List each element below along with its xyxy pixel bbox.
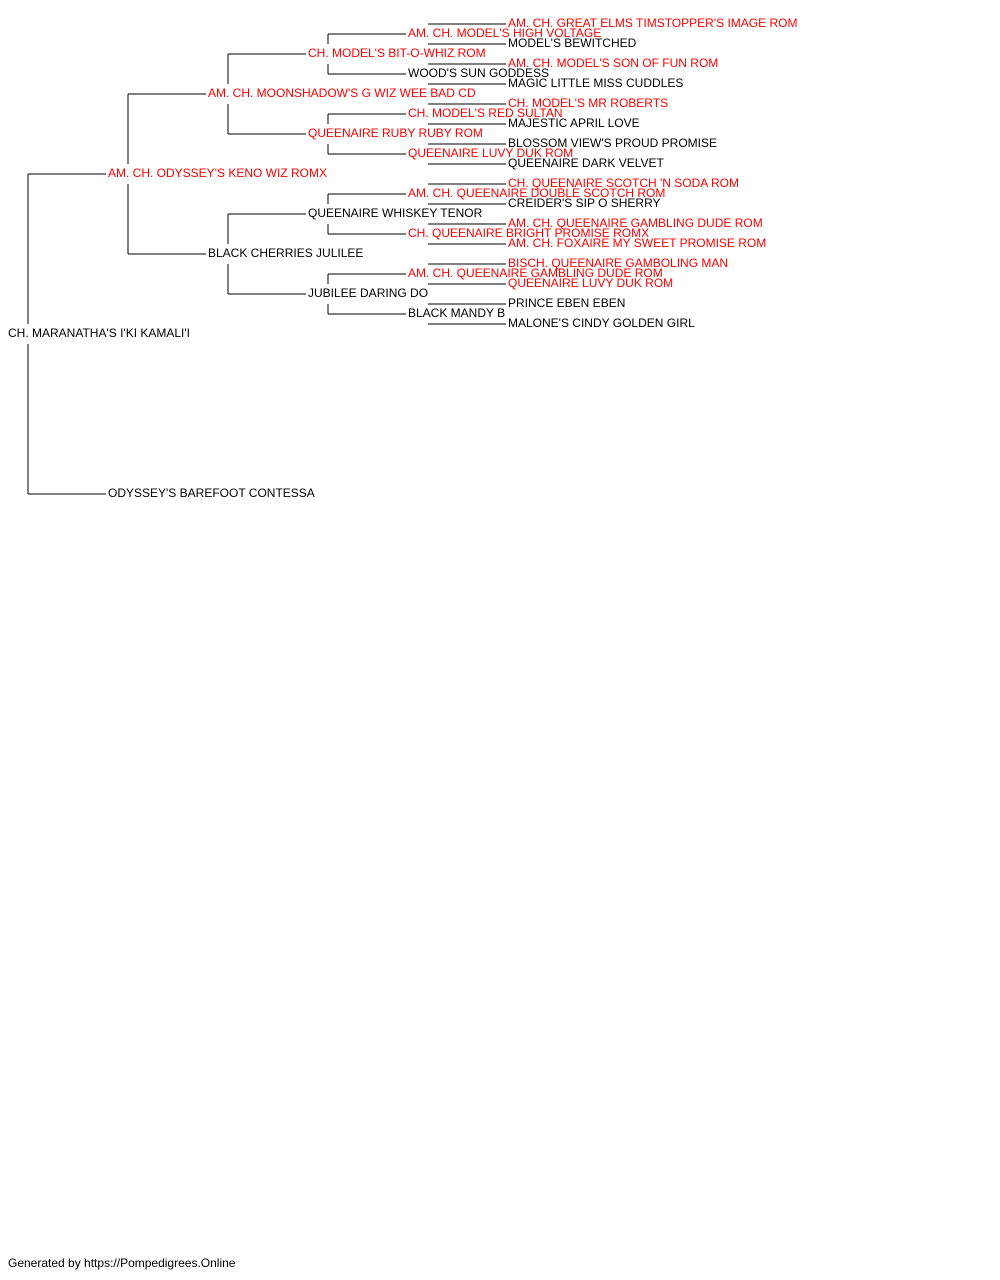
pedigree-node-name: QUEENAIRE WHISKEY TENOR bbox=[308, 206, 483, 220]
pedigree-node-name: JUBILEE DARING DO bbox=[308, 286, 428, 300]
pedigree-node-name: AM. CH. ODYSSEY'S KENO WIZ ROMX bbox=[108, 166, 327, 180]
pedigree-node-name: AM. CH. FOXAIRE MY SWEET PROMISE ROM bbox=[508, 236, 766, 250]
pedigree-node-name: AM. CH. MODEL'S HIGH VOLTAGE bbox=[408, 26, 601, 40]
pedigree-node-name: MALONE'S CINDY GOLDEN GIRL bbox=[508, 316, 695, 330]
pedigree-node-name: MAGIC LITTLE MISS CUDDLES bbox=[508, 76, 683, 90]
pedigree-node-name: CH. MODEL'S BIT-O-WHIZ ROM bbox=[308, 46, 486, 60]
generated-by-footer: Generated by https://Pompedigrees.Online bbox=[8, 1256, 236, 1270]
pedigree-node-name: MODEL'S BEWITCHED bbox=[508, 36, 637, 50]
pedigree-node-name: AM. CH. MOONSHADOW'S G WIZ WEE BAD CD bbox=[208, 86, 476, 100]
pedigree-node-name: CH. QUEENAIRE SCOTCH 'N SODA ROM bbox=[508, 176, 739, 190]
pedigree-node-name: BLACK CHERRIES JULILEE bbox=[208, 246, 363, 260]
pedigree-node-name: CH. QUEENAIRE BRIGHT PROMISE ROMX bbox=[408, 226, 649, 240]
pedigree-node-name: CREIDER'S SIP O SHERRY bbox=[508, 196, 661, 210]
pedigree-node-name: BLOSSOM VIEW'S PROUD PROMISE bbox=[508, 136, 717, 150]
pedigree-node-name: CH. MODEL'S RED SULTAN bbox=[408, 106, 563, 120]
pedigree-node-name: AM. CH. GREAT ELMS TIMSTOPPER'S IMAGE RO… bbox=[508, 16, 797, 30]
pedigree-node-name: QUEENAIRE LUVY DUK ROM bbox=[508, 276, 673, 290]
pedigree-node-name: CH. MARANATHA'S I'KI KAMALI'I bbox=[8, 326, 190, 340]
pedigree-node-name: MAJESTIC APRIL LOVE bbox=[508, 116, 640, 130]
pedigree-node-name: QUEENAIRE DARK VELVET bbox=[508, 156, 664, 170]
pedigree-node-name: AM. CH. MODEL'S SON OF FUN ROM bbox=[508, 56, 718, 70]
pedigree-node-name: PRINCE EBEN EBEN bbox=[508, 296, 625, 310]
pedigree-node-name: ODYSSEY'S BAREFOOT CONTESSA bbox=[108, 486, 315, 500]
pedigree-node-name: AM. CH. QUEENAIRE DOUBLE SCOTCH ROM bbox=[408, 186, 665, 200]
pedigree-node-name: BISCH. QUEENAIRE GAMBOLING MAN bbox=[508, 256, 728, 270]
pedigree-tree: CH. MARANATHA'S I'KI KAMALI'I AM. CH. ODY… bbox=[8, 16, 797, 500]
pedigree-node-name: QUEENAIRE LUVY DUK ROM bbox=[408, 146, 573, 160]
pedigree-node-name: AM. CH. QUEENAIRE GAMBLING DUDE ROM bbox=[508, 216, 763, 230]
pedigree-node-name: CH. MODEL'S MR ROBERTS bbox=[508, 96, 668, 110]
pedigree-node-name: AM. CH. QUEENAIRE GAMBLING DUDE ROM bbox=[408, 266, 663, 280]
pedigree-node-name: WOOD'S SUN GODDESS bbox=[408, 66, 549, 80]
pedigree-node-name: BLACK MANDY B bbox=[408, 306, 505, 320]
pedigree-node-name: QUEENAIRE RUBY RUBY ROM bbox=[308, 126, 483, 140]
